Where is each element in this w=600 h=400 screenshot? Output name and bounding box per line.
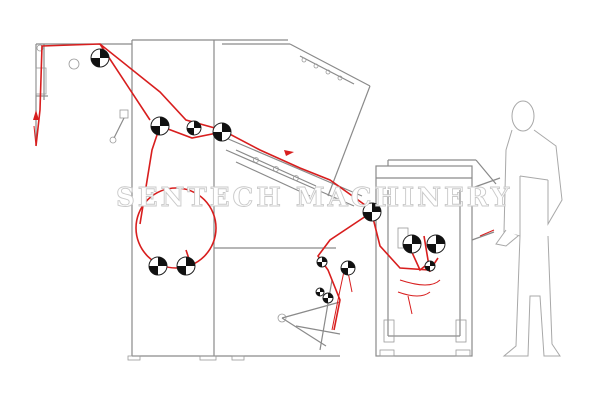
fabric-roller-icon	[315, 287, 325, 297]
fabric-roller-icon	[176, 256, 196, 276]
fabric-roller-icon	[150, 116, 170, 136]
fabric-roller-icon	[316, 256, 328, 268]
main-frame	[127, 39, 340, 361]
top-cover	[222, 43, 371, 197]
watermark-text: SENTECH MACHINERY	[116, 183, 512, 213]
fabric-roller-icon	[424, 260, 436, 272]
fabric-roller-icon	[426, 234, 446, 254]
fabric-roller-icon	[340, 260, 356, 276]
fabric-roller-icon	[402, 234, 422, 254]
rollers	[90, 48, 446, 304]
fabric-roller-icon	[186, 120, 202, 136]
direction-arrow-icon	[33, 110, 39, 120]
fabric-roller-icon	[322, 292, 334, 304]
unwind-stand	[35, 43, 132, 145]
delivery-unit	[375, 159, 501, 357]
lower-plaiter	[277, 279, 341, 351]
fabric-roller-icon	[212, 122, 232, 142]
direction-arrow-icon	[284, 150, 294, 156]
fabric-roller-icon	[148, 256, 168, 276]
fabric-roller-icon	[362, 202, 382, 222]
fabric-web-path	[33, 43, 495, 331]
fabric-roller-icon	[90, 48, 110, 68]
operator-figure	[495, 100, 563, 357]
